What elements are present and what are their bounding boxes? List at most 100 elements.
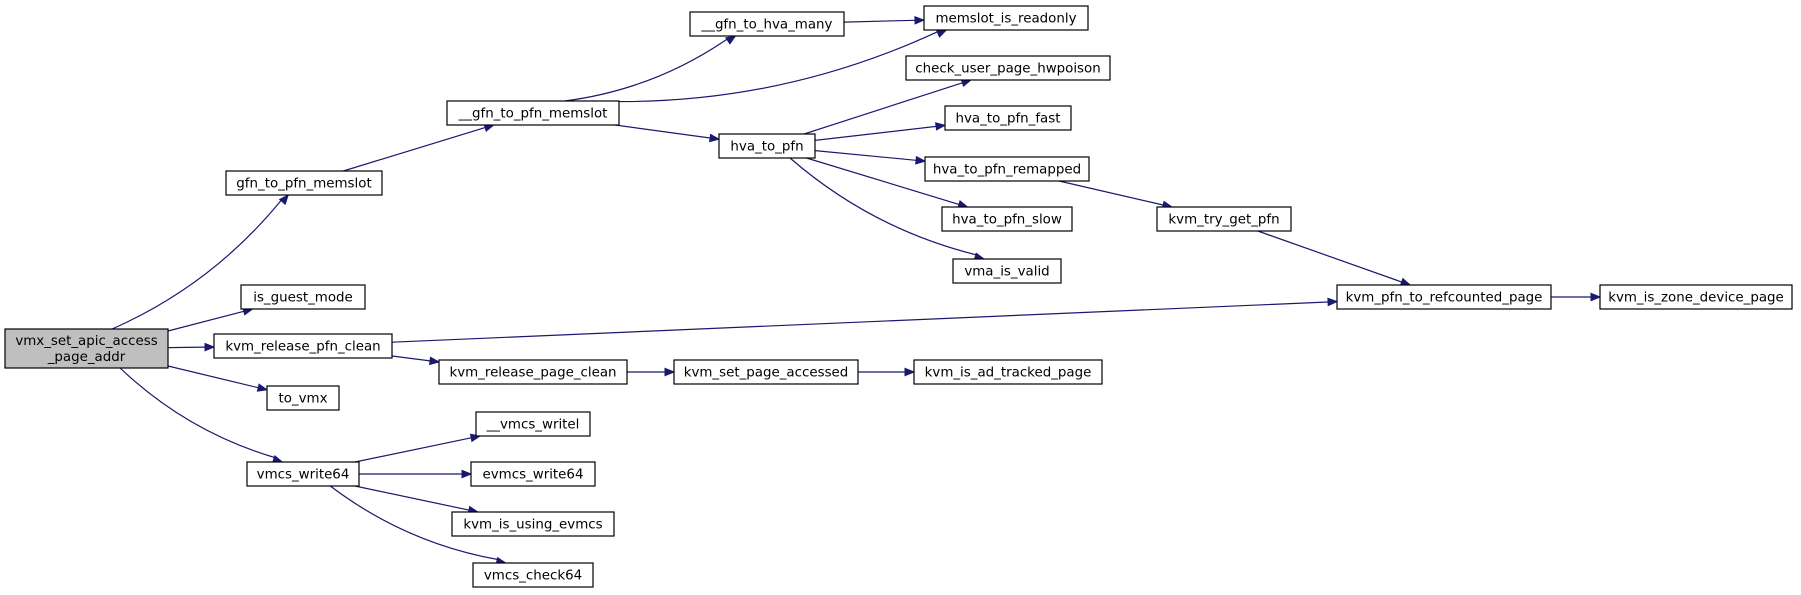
edge-gfn-to-pfn-memslot-to-gfn-to-pfn-memslot [343, 123, 495, 172]
node-box [941, 206, 1073, 232]
node-is-guest-mode[interactable]: is_guest_mode [240, 284, 366, 310]
edge-arrowhead [278, 193, 290, 206]
nodes-layer: vmx_set_apic_access_page_addr gfn_to_pfn_… [4, 5, 1793, 588]
node-kvm-release-page-clean[interactable]: kvm_release_page_clean [438, 359, 628, 385]
node-box [446, 100, 620, 126]
edge-line [803, 82, 963, 135]
edge-line [167, 346, 206, 349]
node-box [213, 333, 393, 359]
node-box [924, 156, 1090, 182]
node-check-user-page-hwpoison[interactable]: check_user_page_hwpoison [905, 55, 1111, 81]
edge-line [343, 127, 486, 172]
node-kvm-pfn-to-refcounted-page[interactable]: kvm_pfn_to_refcounted_page [1336, 284, 1552, 310]
node-label: kvm_pfn_to_refcounted_page [1346, 291, 1543, 306]
node-gfn-to-pfn-memslot[interactable]: __gfn_to_pfn_memslot [446, 100, 620, 126]
node-memslot-is-readonly[interactable]: memslot_is_readonly [923, 5, 1089, 31]
edge-arrowhead [664, 367, 676, 377]
node-label: __gfn_to_hva_many [701, 18, 833, 33]
node-vma-is-valid[interactable]: vma_is_valid [952, 258, 1062, 284]
node-gfn-to-pfn-memslot[interactable]: gfn_to_pfn_memslot [225, 170, 383, 196]
edge-arrowhead [461, 469, 473, 479]
node-label: hva_to_pfn [730, 140, 803, 155]
node-label: __gfn_to_pfn_memslot [458, 107, 608, 122]
node-label: _page_addr [47, 350, 126, 365]
node-label: check_user_page_hwpoison [915, 62, 1100, 77]
node-box [1336, 284, 1552, 310]
edge-root-to-to-vmx [167, 365, 269, 392]
edge-hva-to-pfn-to-hva-to-pfn-fast [814, 122, 947, 141]
node-box [673, 359, 859, 385]
node-kvm-release-pfn-clean[interactable]: kvm_release_pfn_clean [213, 333, 393, 359]
node-label: kvm_is_ad_tracked_page [925, 366, 1092, 381]
edge-hva-to-pfn-to-hva-to-pfn-remapped [814, 150, 927, 165]
edge-vmcs-write64-to-kvm-is-using-evmcs [354, 485, 480, 515]
edge-arrowhead [256, 383, 269, 392]
edge-line [111, 200, 282, 330]
edge-kvm-try-get-pfn-to-kvm-pfn-to-refcounted-page [1257, 230, 1412, 286]
edge-arrowhead [935, 29, 948, 38]
node-label: evmcs_write64 [483, 468, 584, 483]
edge-line [354, 437, 472, 463]
node-label: kvm_release_pfn_clean [225, 340, 380, 355]
node-box [944, 105, 1072, 131]
edges-layer [111, 15, 1602, 566]
edge-line [391, 355, 431, 362]
node-label: hva_to_pfn_slow [952, 213, 1062, 228]
node-box [472, 562, 594, 588]
node-box [4, 328, 169, 369]
edge-arrowhead [429, 356, 441, 366]
node-kvm-is-ad-tracked-page[interactable]: kvm_is_ad_tracked_page [913, 359, 1103, 385]
edge-arrowhead [204, 342, 216, 352]
node-root[interactable]: vmx_set_apic_access_page_addr [4, 328, 169, 369]
node-vmcs-check64[interactable]: vmcs_check64 [472, 562, 594, 588]
node-label: gfn_to_pfn_memslot [236, 177, 371, 192]
node-box [470, 461, 596, 487]
node-gfn-to-hva-many[interactable]: __gfn_to_hva_many [689, 11, 845, 37]
edge-hva-to-pfn-remapped-to-kvm-try-get-pfn [1058, 180, 1174, 210]
node-label: kvm_is_using_evmcs [463, 518, 602, 533]
node-vmcs-write64[interactable]: vmcs_write64 [246, 461, 360, 487]
node-vmcs-writel[interactable]: __vmcs_writel [475, 411, 591, 437]
edge-line [789, 157, 977, 256]
edge-line [592, 31, 938, 103]
edge-vmcs-write64-to-vmcs-writel [354, 433, 482, 463]
edge-root-to-gfn-to-pfn-memslot [111, 193, 290, 330]
edge-gfn-to-pfn-memslot-to-hva-to-pfn [614, 124, 721, 143]
edge-arrowhead [1590, 292, 1602, 302]
edge-kvm-set-page-accessed-to-kvm-is-ad-tracked-page [858, 367, 916, 377]
edge-arrowhead [935, 122, 947, 131]
node-kvm-set-page-accessed[interactable]: kvm_set_page_accessed [673, 359, 859, 385]
edge-line [806, 157, 960, 205]
node-label: vmcs_write64 [257, 468, 350, 483]
node-label: __vmcs_writel [486, 418, 580, 433]
edge-arrowhead [1327, 297, 1339, 307]
edge-kvm-release-pfn-clean-to-kvm-release-page-clean [391, 355, 441, 366]
node-kvm-is-zone-device-page[interactable]: kvm_is_zone_device_page [1599, 284, 1793, 310]
edge-vmcs-write64-to-evmcs-write64 [359, 469, 473, 479]
edge-arrowhead [1399, 277, 1412, 286]
edge-root-to-is-guest-mode [167, 307, 254, 332]
node-label: is_guest_mode [253, 291, 353, 306]
node-kvm-try-get-pfn[interactable]: kvm_try_get_pfn [1156, 206, 1292, 232]
edge-arrowhead [709, 133, 721, 143]
node-label: kvm_set_page_accessed [684, 366, 849, 381]
node-box [923, 5, 1089, 31]
node-evmcs-write64[interactable]: evmcs_write64 [470, 461, 596, 487]
edge-gfn-to-hva-many-to-memslot-is-readonly [843, 15, 926, 25]
node-hva-to-pfn[interactable]: hva_to_pfn [718, 133, 816, 159]
edge-line [814, 125, 937, 141]
node-box [952, 258, 1062, 284]
node-to-vmx[interactable]: to_vmx [266, 385, 340, 411]
edge-arrowhead [914, 15, 926, 25]
edge-line [329, 485, 498, 560]
edge-line [814, 150, 917, 161]
node-hva-to-pfn-slow[interactable]: hva_to_pfn_slow [941, 206, 1073, 232]
edge-line [354, 485, 470, 511]
node-kvm-is-using-evmcs[interactable]: kvm_is_using_evmcs [451, 511, 615, 537]
node-box [913, 359, 1103, 385]
node-hva-to-pfn-remapped[interactable]: hva_to_pfn_remapped [924, 156, 1090, 182]
edge-line [167, 365, 259, 389]
node-label: vma_is_valid [964, 265, 1049, 280]
node-hva-to-pfn-fast[interactable]: hva_to_pfn_fast [944, 105, 1072, 131]
